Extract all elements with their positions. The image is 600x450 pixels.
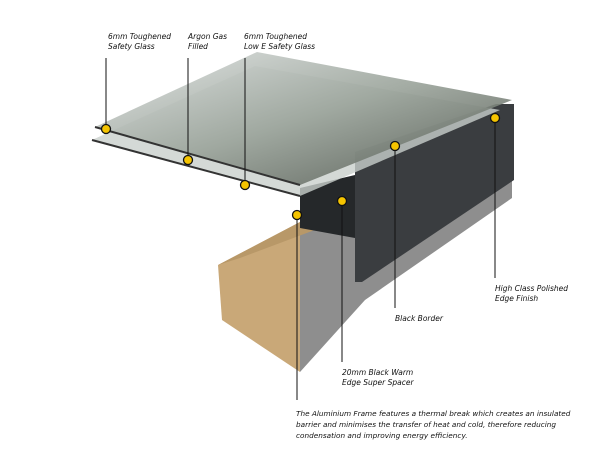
frame-note: The Aluminium Frame features a thermal b… [296,409,571,440]
leader-lines [105,58,496,400]
upper-glass-pane [95,52,512,185]
label-outer-glass: 6mm Toughened Safety Glass [108,32,172,51]
label-spacer: 20mm Black Warm Edge Super Spacer [342,368,414,387]
marker-dots [100,112,501,221]
label-inner-glass: 6mm Toughened Low E Safety Glass [244,32,316,51]
frame-profile [300,175,355,238]
insulation-top [218,222,320,265]
label-edge-finish: High Class Polished Edge Finish [495,284,569,303]
label-argon: Argon Gas Filled [188,32,228,51]
insulation-block [218,222,300,372]
label-black-border: Black Border [395,314,443,323]
